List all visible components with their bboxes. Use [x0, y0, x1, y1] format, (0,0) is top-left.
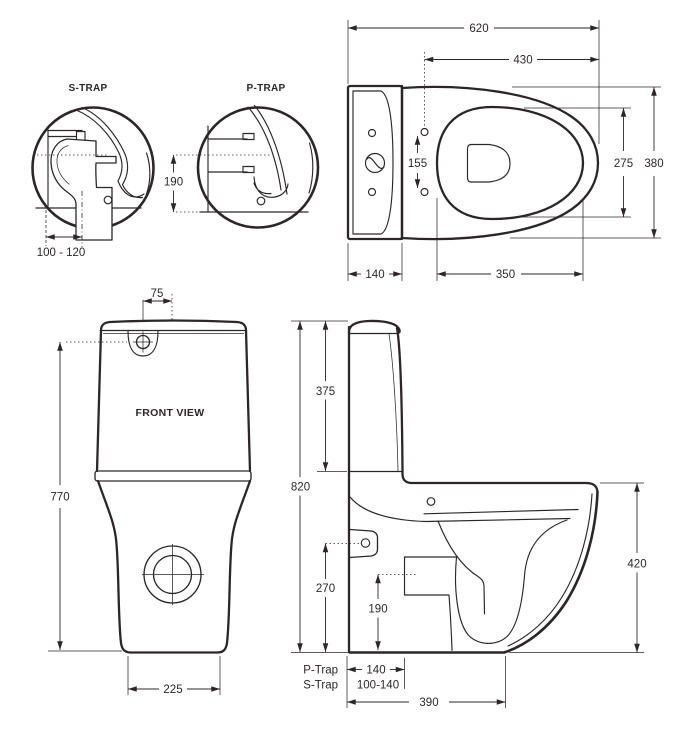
- cistern-depth-value: 140: [365, 269, 384, 281]
- water-inlet-boss: [349, 528, 379, 559]
- p-trap-outlet-pipe: [207, 138, 248, 173]
- s-trap-detail-view: S-TRAP 100 - 120: [31, 83, 155, 259]
- hinge-hole-bottom: [420, 187, 429, 197]
- p-trap-detail-circle: [196, 106, 320, 229]
- lid-hole-top: [367, 128, 377, 138]
- s-trap-bowl-bottom-shell: [117, 180, 145, 199]
- seat-top-side: [401, 469, 599, 494]
- p-trap-fixing-hole: [256, 196, 266, 206]
- front-to-hinge-value: 430: [513, 54, 532, 66]
- cistern-right-edge: [244, 329, 252, 473]
- s-trap-fixing-hole: [103, 195, 113, 205]
- button-recess-arch: [127, 330, 159, 357]
- s-trap-row-label: S-Trap: [303, 680, 338, 692]
- cistern-shelf: [94, 470, 252, 482]
- cistern-front-edge: [395, 326, 404, 473]
- cistern-front-inner-edge: [388, 333, 399, 472]
- trap-passage-section: [403, 556, 458, 652]
- water-inlet-height-value: 270: [316, 583, 335, 595]
- bowl-back-surface: [437, 520, 486, 615]
- s-trap-setout-value: 100-140: [357, 680, 399, 692]
- seat-height-value: 420: [627, 558, 646, 570]
- flush-button-split-line: [366, 157, 385, 169]
- ext-350-plan: [436, 198, 584, 281]
- p-trap-bowl-front-shell: [308, 142, 314, 194]
- rim-upper-line: [423, 508, 579, 515]
- water-inlet-hole: [360, 538, 371, 548]
- pedestal-front-outline: [96, 479, 252, 654]
- shell-outer-profile: [348, 490, 599, 654]
- p-trap-row-label: P-Trap: [303, 665, 338, 677]
- flush-button-crosshair: [133, 331, 153, 353]
- overall-height-front-value: 770: [50, 492, 69, 504]
- shell-inner-profile: [507, 493, 593, 647]
- sump-outline: [454, 519, 568, 644]
- base-width-value: 225: [163, 684, 182, 696]
- overall-height-side-value: 820: [291, 482, 310, 494]
- overall-length-value: 620: [469, 23, 488, 35]
- hinge-hole-top: [420, 127, 429, 137]
- overall-depth-value: 390: [419, 697, 438, 709]
- under-tank-and-rim-lower: [349, 496, 571, 523]
- p-trap-setout-value: 140: [366, 665, 385, 677]
- seat-opening-plan: [435, 105, 585, 221]
- flush-button-plan: [364, 152, 386, 174]
- cistern-lid-front: [99, 319, 248, 332]
- p-trap-pipe-flange-bottom: [242, 165, 255, 174]
- trap-target-crosshair: [142, 544, 204, 605]
- hinge-spacing-value: 155: [408, 158, 427, 170]
- p-trap-detail-view: P-TRAP 190: [164, 83, 320, 229]
- s-trap-flange: [47, 129, 83, 138]
- overall-width-value: 380: [644, 158, 663, 170]
- s-trap-pipe-section: [50, 138, 117, 241]
- cistern-lid-plan: [352, 90, 394, 235]
- seat-opening-length-value: 350: [496, 269, 515, 281]
- front-view-title: FRONT VIEW: [136, 407, 205, 419]
- seat-opening-width-value: 275: [614, 158, 633, 170]
- s-trap-title: S-TRAP: [68, 83, 107, 94]
- s-trap-bowl-back-shell: [75, 106, 129, 186]
- cistern-height-value: 375: [316, 386, 335, 398]
- p-trap-u-bend: [253, 176, 289, 198]
- s-trap-pipe-inner-wall: [56, 145, 70, 185]
- s-trap-bowl-front-shell: [145, 152, 151, 195]
- outlet-height-side-value: 190: [368, 604, 387, 616]
- s-trap-setout-value: 100 - 120: [37, 247, 86, 259]
- button-offset-value: 75: [151, 288, 164, 300]
- flush-outlet-plan: [466, 143, 511, 183]
- lid-hole-bottom: [367, 187, 377, 197]
- p-trap-pipe-flange-top: [242, 132, 255, 141]
- p-trap-bowl-back-shell: [247, 104, 288, 195]
- seat-outline-plan: [400, 85, 600, 241]
- p-trap-height-value: 190: [164, 177, 183, 189]
- seat-hinge-side: [426, 497, 436, 506]
- side-view: 375 820 270 190 420 P-Trap 140 S-Trap 10…: [291, 319, 647, 709]
- top-view: 620 430 155 275 380 140 350: [346, 20, 664, 281]
- cistern-lid-side: [347, 319, 401, 334]
- p-trap-title: P-TRAP: [246, 83, 285, 94]
- cistern-left-edge: [95, 329, 103, 473]
- front-view: FRONT VIEW 75 770 225: [48, 288, 252, 696]
